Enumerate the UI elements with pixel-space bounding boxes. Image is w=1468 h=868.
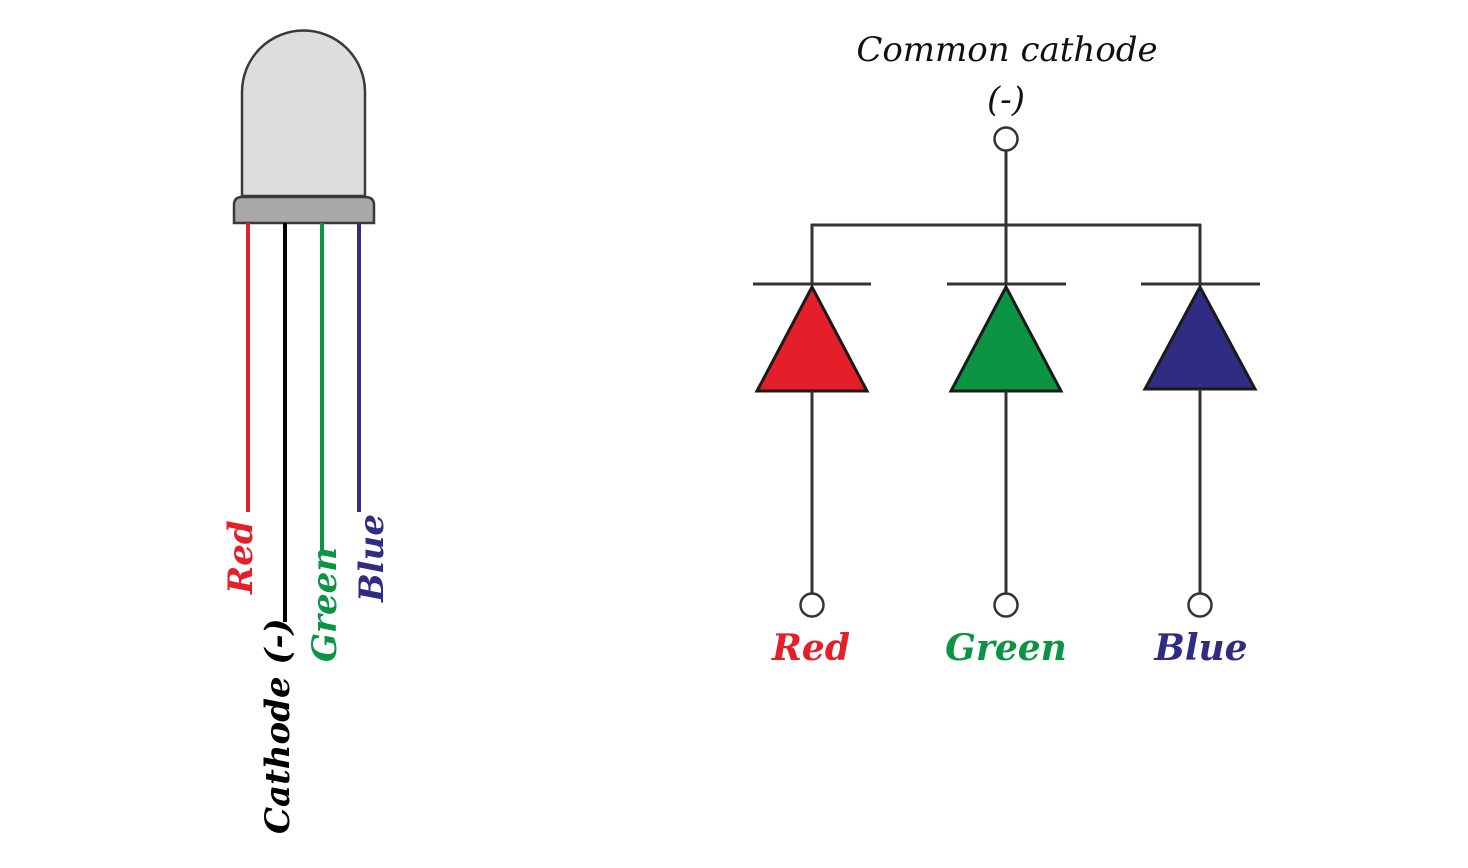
common-cathode-sign: (-) bbox=[987, 80, 1025, 120]
diode-triangle-green bbox=[948, 283, 1064, 393]
diode-triangle-blue bbox=[1142, 283, 1258, 391]
diode-red: Red bbox=[753, 282, 871, 669]
lead-label-blue: Blue bbox=[352, 514, 392, 603]
diode-triangle-red bbox=[754, 283, 870, 393]
common-cathode-label: Common cathode bbox=[856, 30, 1157, 70]
common-terminal bbox=[993, 126, 1019, 152]
diode-green: Green bbox=[945, 282, 1067, 669]
led-component: Red Cathode (-) Green Blue bbox=[221, 29, 392, 834]
lead-label-cathode: Cathode (-) bbox=[258, 618, 298, 834]
diode-label-green: Green bbox=[945, 627, 1067, 669]
diode-label-red: Red bbox=[771, 627, 850, 669]
anode-terminal-blue bbox=[1187, 592, 1213, 618]
led-base-rim bbox=[232, 195, 376, 225]
led-dome bbox=[240, 29, 367, 198]
lead-label-green: Green bbox=[305, 547, 345, 662]
anode-terminal-green bbox=[993, 592, 1019, 618]
schematic: Common cathode (-) Red Green bbox=[753, 30, 1260, 669]
anode-terminal-red bbox=[799, 592, 825, 618]
lead-label-red: Red bbox=[221, 520, 261, 595]
diode-blue: Blue bbox=[1141, 282, 1260, 669]
diode-label-blue: Blue bbox=[1153, 627, 1247, 669]
